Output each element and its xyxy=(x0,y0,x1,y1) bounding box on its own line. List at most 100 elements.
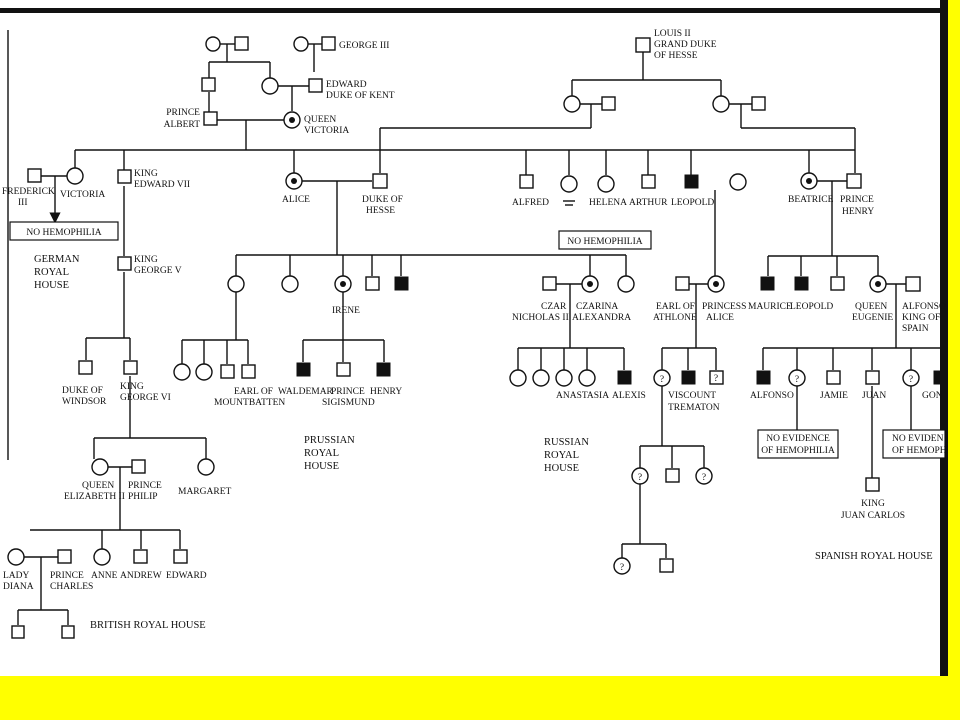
german-house-label: HOUSE xyxy=(34,280,69,291)
alexis-affected-symbol xyxy=(617,370,632,385)
label-alfred: ALFRED xyxy=(512,198,549,208)
label-juan: JUAN xyxy=(862,391,886,401)
george-v-symbol xyxy=(117,256,132,271)
alfonso-affected-symbol xyxy=(756,370,771,385)
male-symbol xyxy=(201,77,216,92)
russian-house-label: HOUSE xyxy=(544,463,579,474)
earl-mountbatten-symbol xyxy=(241,364,256,379)
label-athlone: ATHLONE xyxy=(653,313,697,323)
male-symbol xyxy=(365,276,380,291)
pedigree-page xyxy=(0,0,948,676)
label-margaret: MARGARET xyxy=(178,487,232,497)
label-trematon: TREMATON xyxy=(668,403,720,413)
female-symbol xyxy=(293,36,309,52)
prince-philip-symbol xyxy=(131,459,146,474)
leopold-spouse-symbol xyxy=(729,173,747,191)
czar-nicholas-symbol xyxy=(542,276,557,291)
label-edward-vii: EDWARD VII xyxy=(134,180,190,190)
label-alice: ALICE xyxy=(706,313,734,323)
label-alexis: ALEXIS xyxy=(612,391,646,401)
unknown-mark: ? xyxy=(714,374,718,384)
label-queen: QUEEN xyxy=(82,481,114,491)
label-maurice: MAURICE xyxy=(748,302,792,312)
andrew-symbol xyxy=(133,549,148,564)
label-diana: DIANA xyxy=(3,582,34,592)
label-queen: QUEEN xyxy=(855,302,887,312)
unknown-male-symbol xyxy=(709,370,724,385)
label-hesse: HESSE xyxy=(366,206,395,216)
pedigree-lines xyxy=(7,30,940,625)
alfonso-xiii-symbol xyxy=(905,276,921,292)
note-boxes: NO HEMOPHILIA NO HEMOPHILIA NO EVIDENCE … xyxy=(9,221,947,459)
label-henry: HENRY xyxy=(370,387,402,397)
unknown-female-symbol xyxy=(695,467,713,485)
label-sigismund: SIGISMUND xyxy=(322,398,375,408)
label-prince: PRINCE xyxy=(166,108,200,118)
label-duke-of-kent: DUKE OF KENT xyxy=(326,91,395,101)
edward-vii-symbol xyxy=(117,169,132,184)
label-philip: PHILIP xyxy=(128,492,158,502)
female-symbol xyxy=(532,369,550,387)
label-elizabeth-ii: ELIZABETH II xyxy=(64,492,125,502)
label-leopold: LEOPOLD xyxy=(671,198,714,208)
label-king-of: KING OF xyxy=(902,313,940,323)
label-gon: GON xyxy=(922,391,943,401)
alfred-symbol xyxy=(519,174,534,189)
prince-sigismund-symbol xyxy=(336,362,351,377)
juan-carlos-symbol xyxy=(865,477,880,492)
female-symbol xyxy=(617,275,635,293)
label-mountbatten: MOUNTBATTEN xyxy=(214,398,285,408)
unknown-mark: ? xyxy=(638,473,642,483)
male-symbol xyxy=(665,468,680,483)
female-symbol xyxy=(261,77,279,95)
label-prince: PRINCE xyxy=(50,571,84,581)
waldemar-affected-symbol xyxy=(296,362,311,377)
prussian-house-label: ROYAL xyxy=(304,448,339,459)
label-jamie: JAMIE xyxy=(820,391,848,401)
label-anne: ANNE xyxy=(91,571,118,581)
arthur-symbol xyxy=(641,174,656,189)
label-czar: CZAR xyxy=(541,302,567,312)
maurice-affected-symbol xyxy=(760,276,775,291)
label-earl-of: EARL OF xyxy=(656,302,695,312)
label-alice: ALICE xyxy=(282,195,310,205)
label-frederick-iii: III xyxy=(18,198,28,208)
carrier-dot xyxy=(587,281,593,287)
queen-elizabeth-ii-symbol xyxy=(91,458,109,476)
female-symbol xyxy=(173,363,191,381)
female-symbol xyxy=(563,95,581,113)
prince-charles-symbol xyxy=(57,549,72,564)
gonzalo-affected-symbol xyxy=(933,370,941,385)
leopold-affected-symbol xyxy=(684,174,699,189)
unknown-mark: ? xyxy=(909,375,913,385)
carrier-dot xyxy=(340,281,346,287)
label-grand-duke: GRAND DUKE xyxy=(654,40,717,50)
frederick-iii-symbol xyxy=(27,168,42,183)
duke-of-hesse-symbol xyxy=(372,173,388,189)
spanish-house-label: SPANISH ROYAL HOUSE xyxy=(815,551,933,562)
no-evidence-note: OF HEMOPHILIA xyxy=(761,446,835,456)
unknown-mark: ? xyxy=(795,375,799,385)
no-evidence-note: NO EVIDENCE xyxy=(766,434,830,444)
unknown-female-symbol xyxy=(653,369,671,387)
leopold-affected-symbol xyxy=(794,276,809,291)
duke-of-windsor-symbol xyxy=(78,360,93,375)
henry-affected-symbol xyxy=(376,362,391,377)
label-eugenie: EUGENIE xyxy=(852,313,893,323)
label-helena: HELENA xyxy=(589,198,627,208)
label-irene: IRENE xyxy=(332,306,360,316)
label-george-iii: GEORGE III xyxy=(339,41,389,51)
prince-henry-symbol xyxy=(846,173,862,189)
female-symbol xyxy=(712,95,730,113)
male-symbol xyxy=(659,558,674,573)
label-viscount: VISCOUNT xyxy=(668,391,716,401)
victoria-daughter-symbol xyxy=(66,167,84,185)
unknown-female-symbol xyxy=(613,557,631,575)
label-george-vi: GEORGE VI xyxy=(120,393,171,403)
british-house-label: BRITISH ROYAL HOUSE xyxy=(90,620,206,631)
label-king: KING xyxy=(134,169,158,179)
label-leopold: LEOPOLD xyxy=(790,302,833,312)
female-symbol xyxy=(281,275,299,293)
